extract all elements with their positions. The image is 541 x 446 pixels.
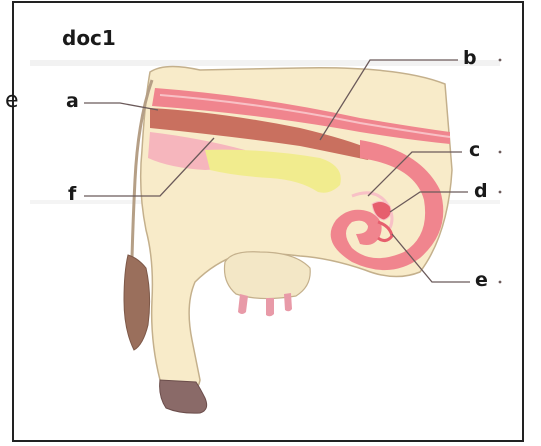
dot	[499, 59, 502, 62]
label-b: b	[463, 47, 477, 69]
teat	[266, 298, 274, 316]
udder	[224, 252, 310, 299]
tail-switch	[124, 255, 150, 350]
label-c: c	[469, 139, 480, 161]
label-e: e	[475, 269, 488, 291]
label-f: f	[68, 183, 76, 205]
teat	[238, 294, 248, 314]
label-a: a	[66, 90, 79, 112]
dot	[499, 191, 502, 194]
teat	[284, 293, 292, 311]
scan-band	[30, 60, 500, 66]
dot	[499, 151, 502, 154]
hoof	[160, 380, 207, 413]
label-d: d	[474, 180, 488, 202]
dot	[499, 281, 502, 284]
